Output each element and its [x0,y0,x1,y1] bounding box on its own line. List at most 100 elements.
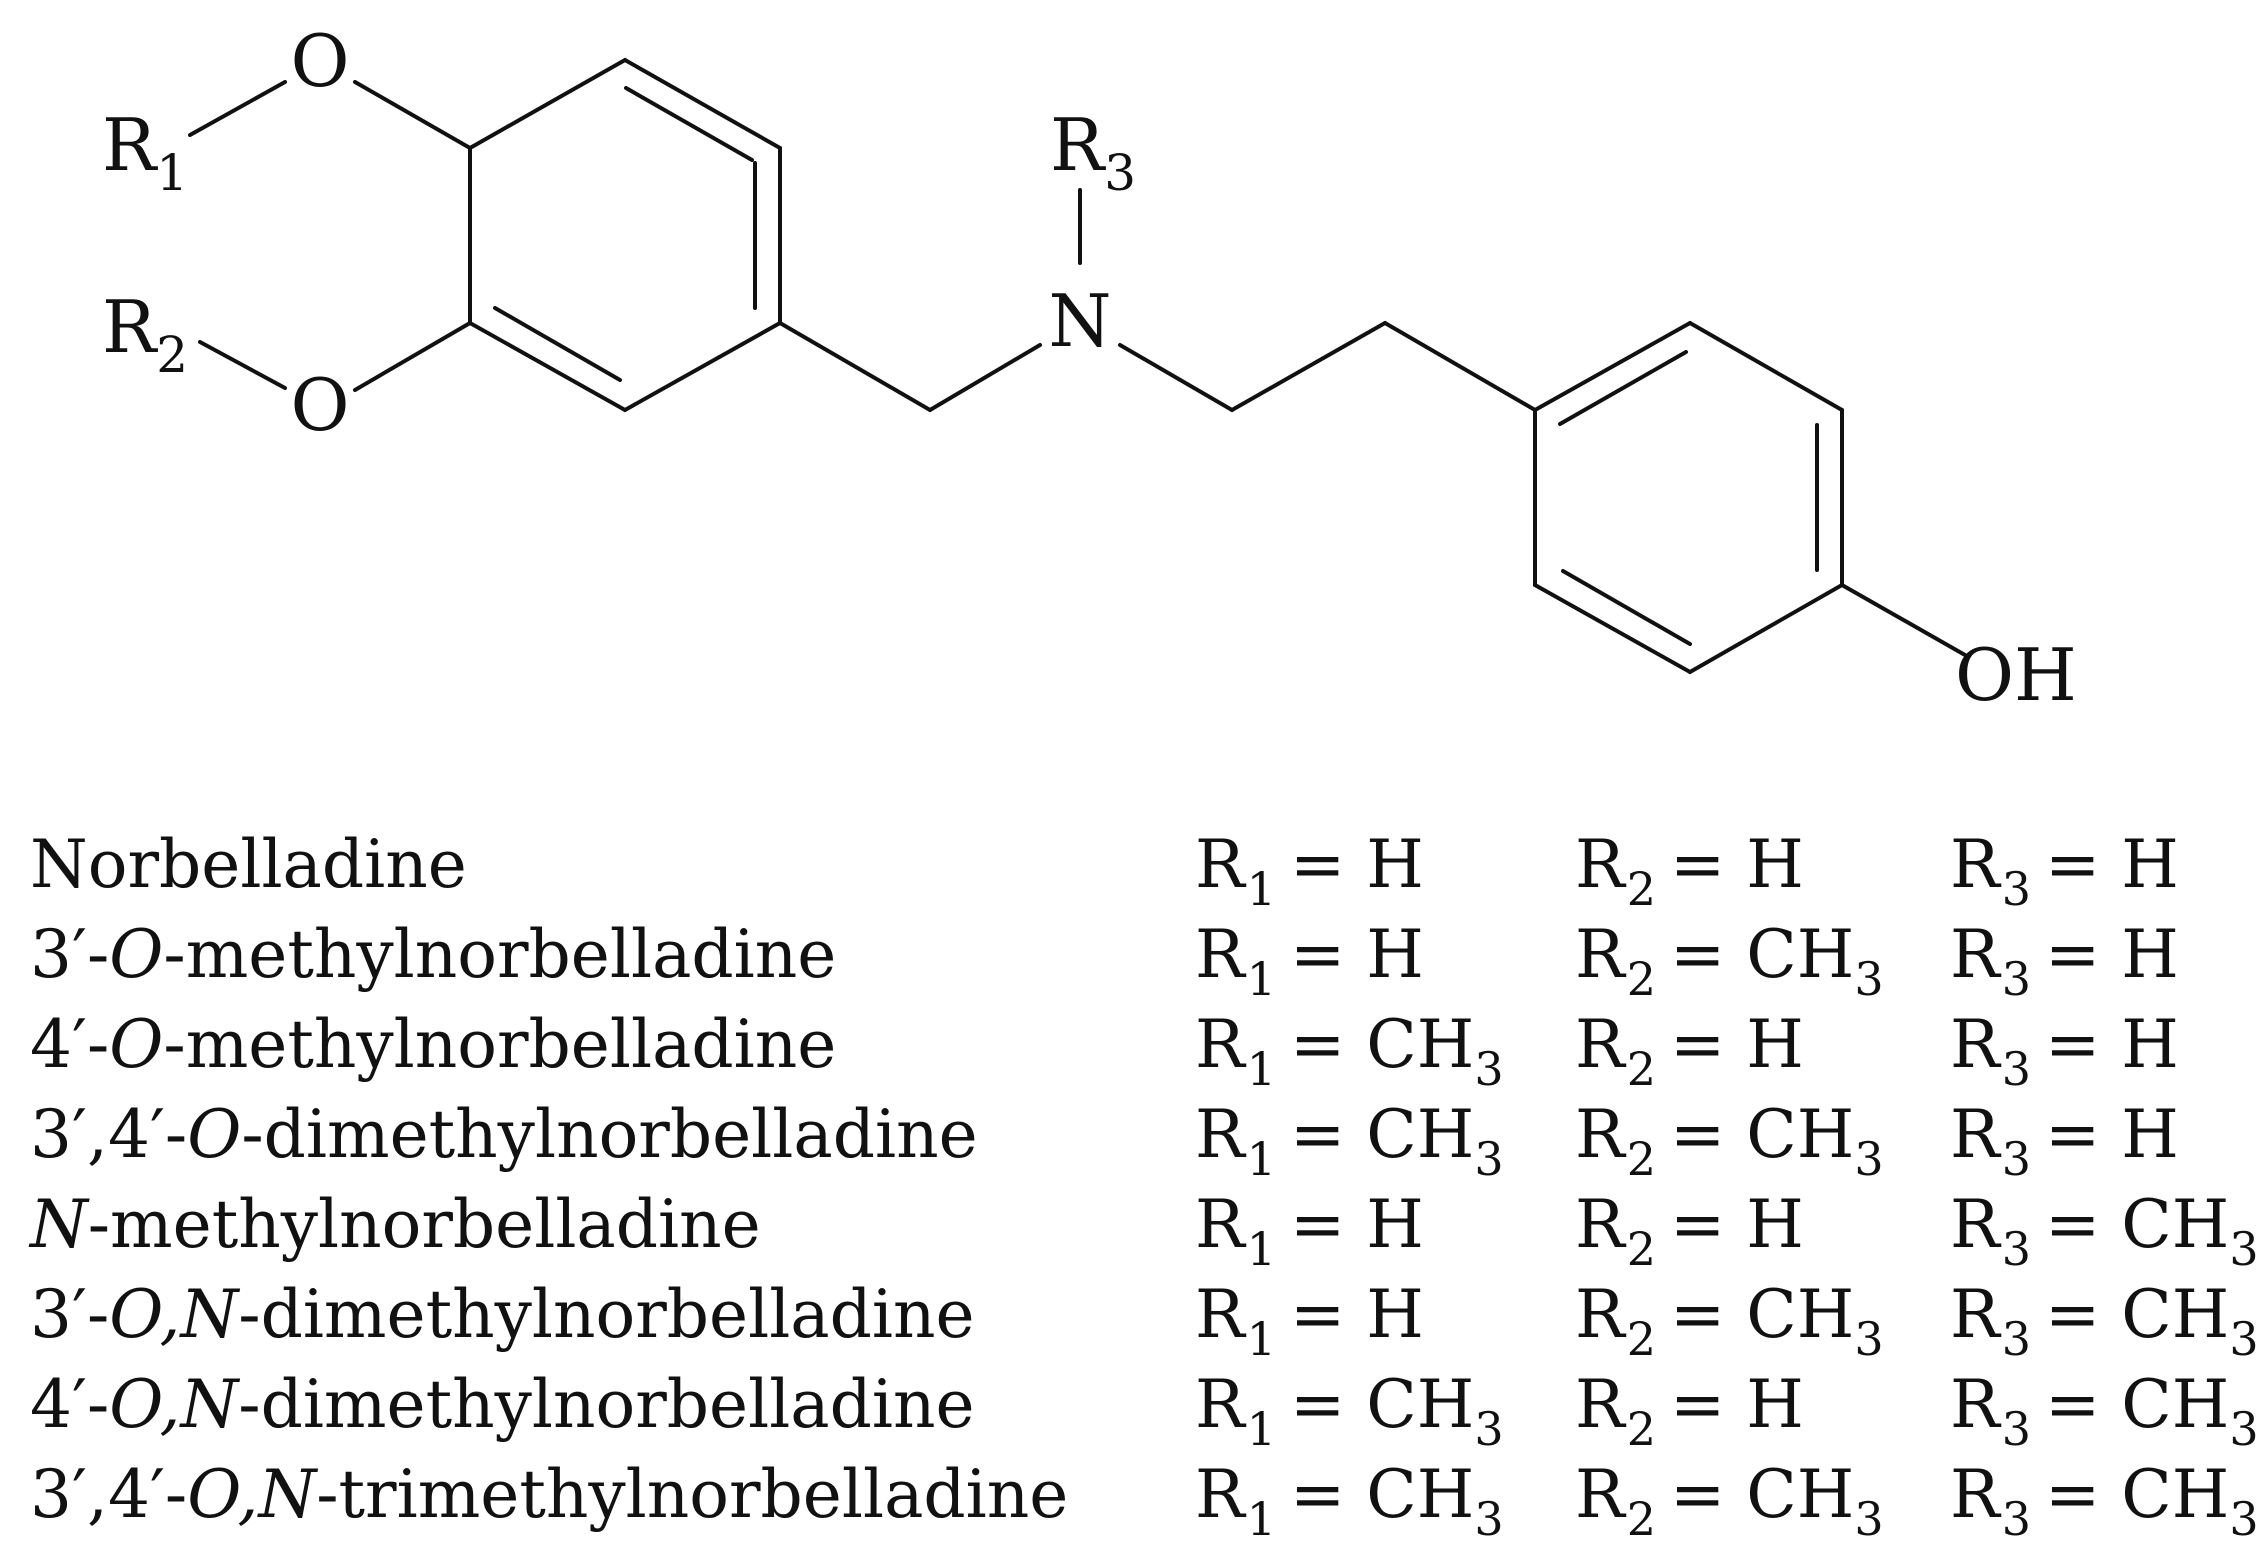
r3-substituent: R3= CH3 [1950,1180,2259,1276]
equals-sign: = [2044,826,2122,903]
atom-labels: O O N OH R1 R2 R3 [102,19,2077,717]
r1-symbol: R [1195,1186,1245,1263]
r3-symbol: R [1950,916,2000,993]
r2-substituent: R2= CH3 [1575,1450,1884,1546]
bond [623,58,782,150]
r1-symbol: R [1195,1276,1245,1353]
hydroxyl-label: OH [1955,633,2077,717]
bond [353,80,472,150]
compound-name: 3′,4′-O-dimethylnorbelladine [30,1090,978,1180]
r1-substituent: R1= CH3 [1195,1000,1504,1096]
r3-symbol: R [1950,1276,2000,1353]
bond [188,80,287,137]
r2-substituent: R2= H [1575,1360,1804,1456]
r2-value: H [1746,1186,1804,1263]
equals-sign: = [1289,1006,1367,1083]
bond [778,321,932,412]
compound-name-part: -methylnorbelladine [163,1006,837,1083]
compound-name-part: O,N [109,1366,239,1443]
r2-value-subscript: 3 [1854,1312,1884,1366]
equals-sign: = [1669,826,1747,903]
compound-name: 3′-O-methylnorbelladine [30,910,836,1000]
r3-label: R3 [1050,103,1136,202]
r2-symbol: R [1575,1096,1625,1173]
bonds [188,58,1967,674]
r2-index: 2 [1626,952,1656,1006]
compound-name-part: -trimethylnorbelladine [316,1456,1069,1533]
r3-substituent: R3= H [1950,1000,2179,1096]
equals-sign: = [1289,916,1367,993]
r2-value-subscript: 3 [1854,952,1884,1006]
r3-value: H [2121,1006,2179,1083]
bond [468,58,627,150]
r2-substituent: R2= CH3 [1575,910,1884,1006]
r1-substituent: R1= H [1195,1180,1424,1276]
r1-value: H [1366,1276,1424,1353]
r1-symbol: R [1195,1096,1245,1173]
compound-name-part: -methylnorbelladine [163,916,837,993]
equals-sign: = [1289,1456,1367,1533]
r3-symbol: R [1950,1186,2000,1263]
compound-name-part: -dimethylnorbelladine [238,1276,975,1353]
r1-symbol: R [1195,916,1245,993]
r3-value: H [2121,916,2179,993]
r3-value: CH [2121,1186,2230,1263]
r2-symbol: R [1575,1276,1625,1353]
r3-substituent: R3= H [1950,820,2179,916]
bond [1533,321,1692,412]
r1-value-subscript: 3 [1474,1042,1504,1096]
r2-value: H [1746,1006,1804,1083]
compound-name: N-methylnorbelladine [30,1180,761,1270]
r1-index: 1 [1246,862,1276,916]
r1-index: 1 [1246,1312,1276,1366]
r3-value-subscript: 3 [2229,1222,2259,1276]
double-bond [1558,350,1688,426]
r3-value: H [2121,826,2179,903]
r1-index: 1 [1246,1492,1276,1546]
compound-name-part: Norbelladine [30,826,467,903]
r1-index: 1 [1246,1222,1276,1276]
compound-name-part: 4′- [30,1006,110,1083]
r2-index: 2 [1626,1132,1656,1186]
r1-substituent: R1= CH3 [1195,1360,1504,1456]
compound-row: 4′-O,N-dimethylnorbelladine R1= CH3 R2= H R… [0,1360,2259,1456]
compound-name-part: O [109,1006,164,1083]
oxygen-lower-label: O [290,363,349,447]
r1-value: H [1366,826,1424,903]
r2-index: 2 [1626,862,1656,916]
compound-name: 4′-O,N-dimethylnorbelladine [30,1360,975,1450]
r2-value-subscript: 3 [1854,1492,1884,1546]
compound-name-part: O,N [109,1276,239,1353]
r1-value-subscript: 3 [1474,1402,1504,1456]
oxygen-upper-label: O [290,19,349,103]
compound-name-part: 3′,4′- [30,1456,188,1533]
r2-value-subscript: 3 [1854,1132,1884,1186]
r3-value-subscript: 3 [2229,1312,2259,1366]
bond [1533,583,1692,674]
r1-value-subscript: 3 [1474,1132,1504,1186]
equals-sign: = [2044,1006,2122,1083]
r3-index: 3 [2001,1402,2031,1456]
bond [1230,321,1387,412]
compound-name-part: O,N [187,1456,317,1533]
equals-sign: = [1669,1456,1747,1533]
equals-sign: = [1289,1276,1367,1353]
r2-index: 2 [1626,1042,1656,1096]
compound-name-part: N [30,1186,88,1263]
r3-index: 3 [2001,1222,2031,1276]
r3-index: 3 [2001,1042,2031,1096]
bond [1118,343,1234,412]
compound-name: Norbelladine [30,820,467,910]
double-bond [624,86,754,162]
r3-index: 3 [2001,1312,2031,1366]
r3-index: 3 [2001,1132,2031,1186]
r1-substituent: R1= H [1195,820,1424,916]
r3-value: CH [2121,1456,2230,1533]
r1-symbol: R [1195,1366,1245,1443]
r2-symbol: R [1575,1006,1625,1083]
r1-substituent: R1= CH3 [1195,1090,1504,1186]
